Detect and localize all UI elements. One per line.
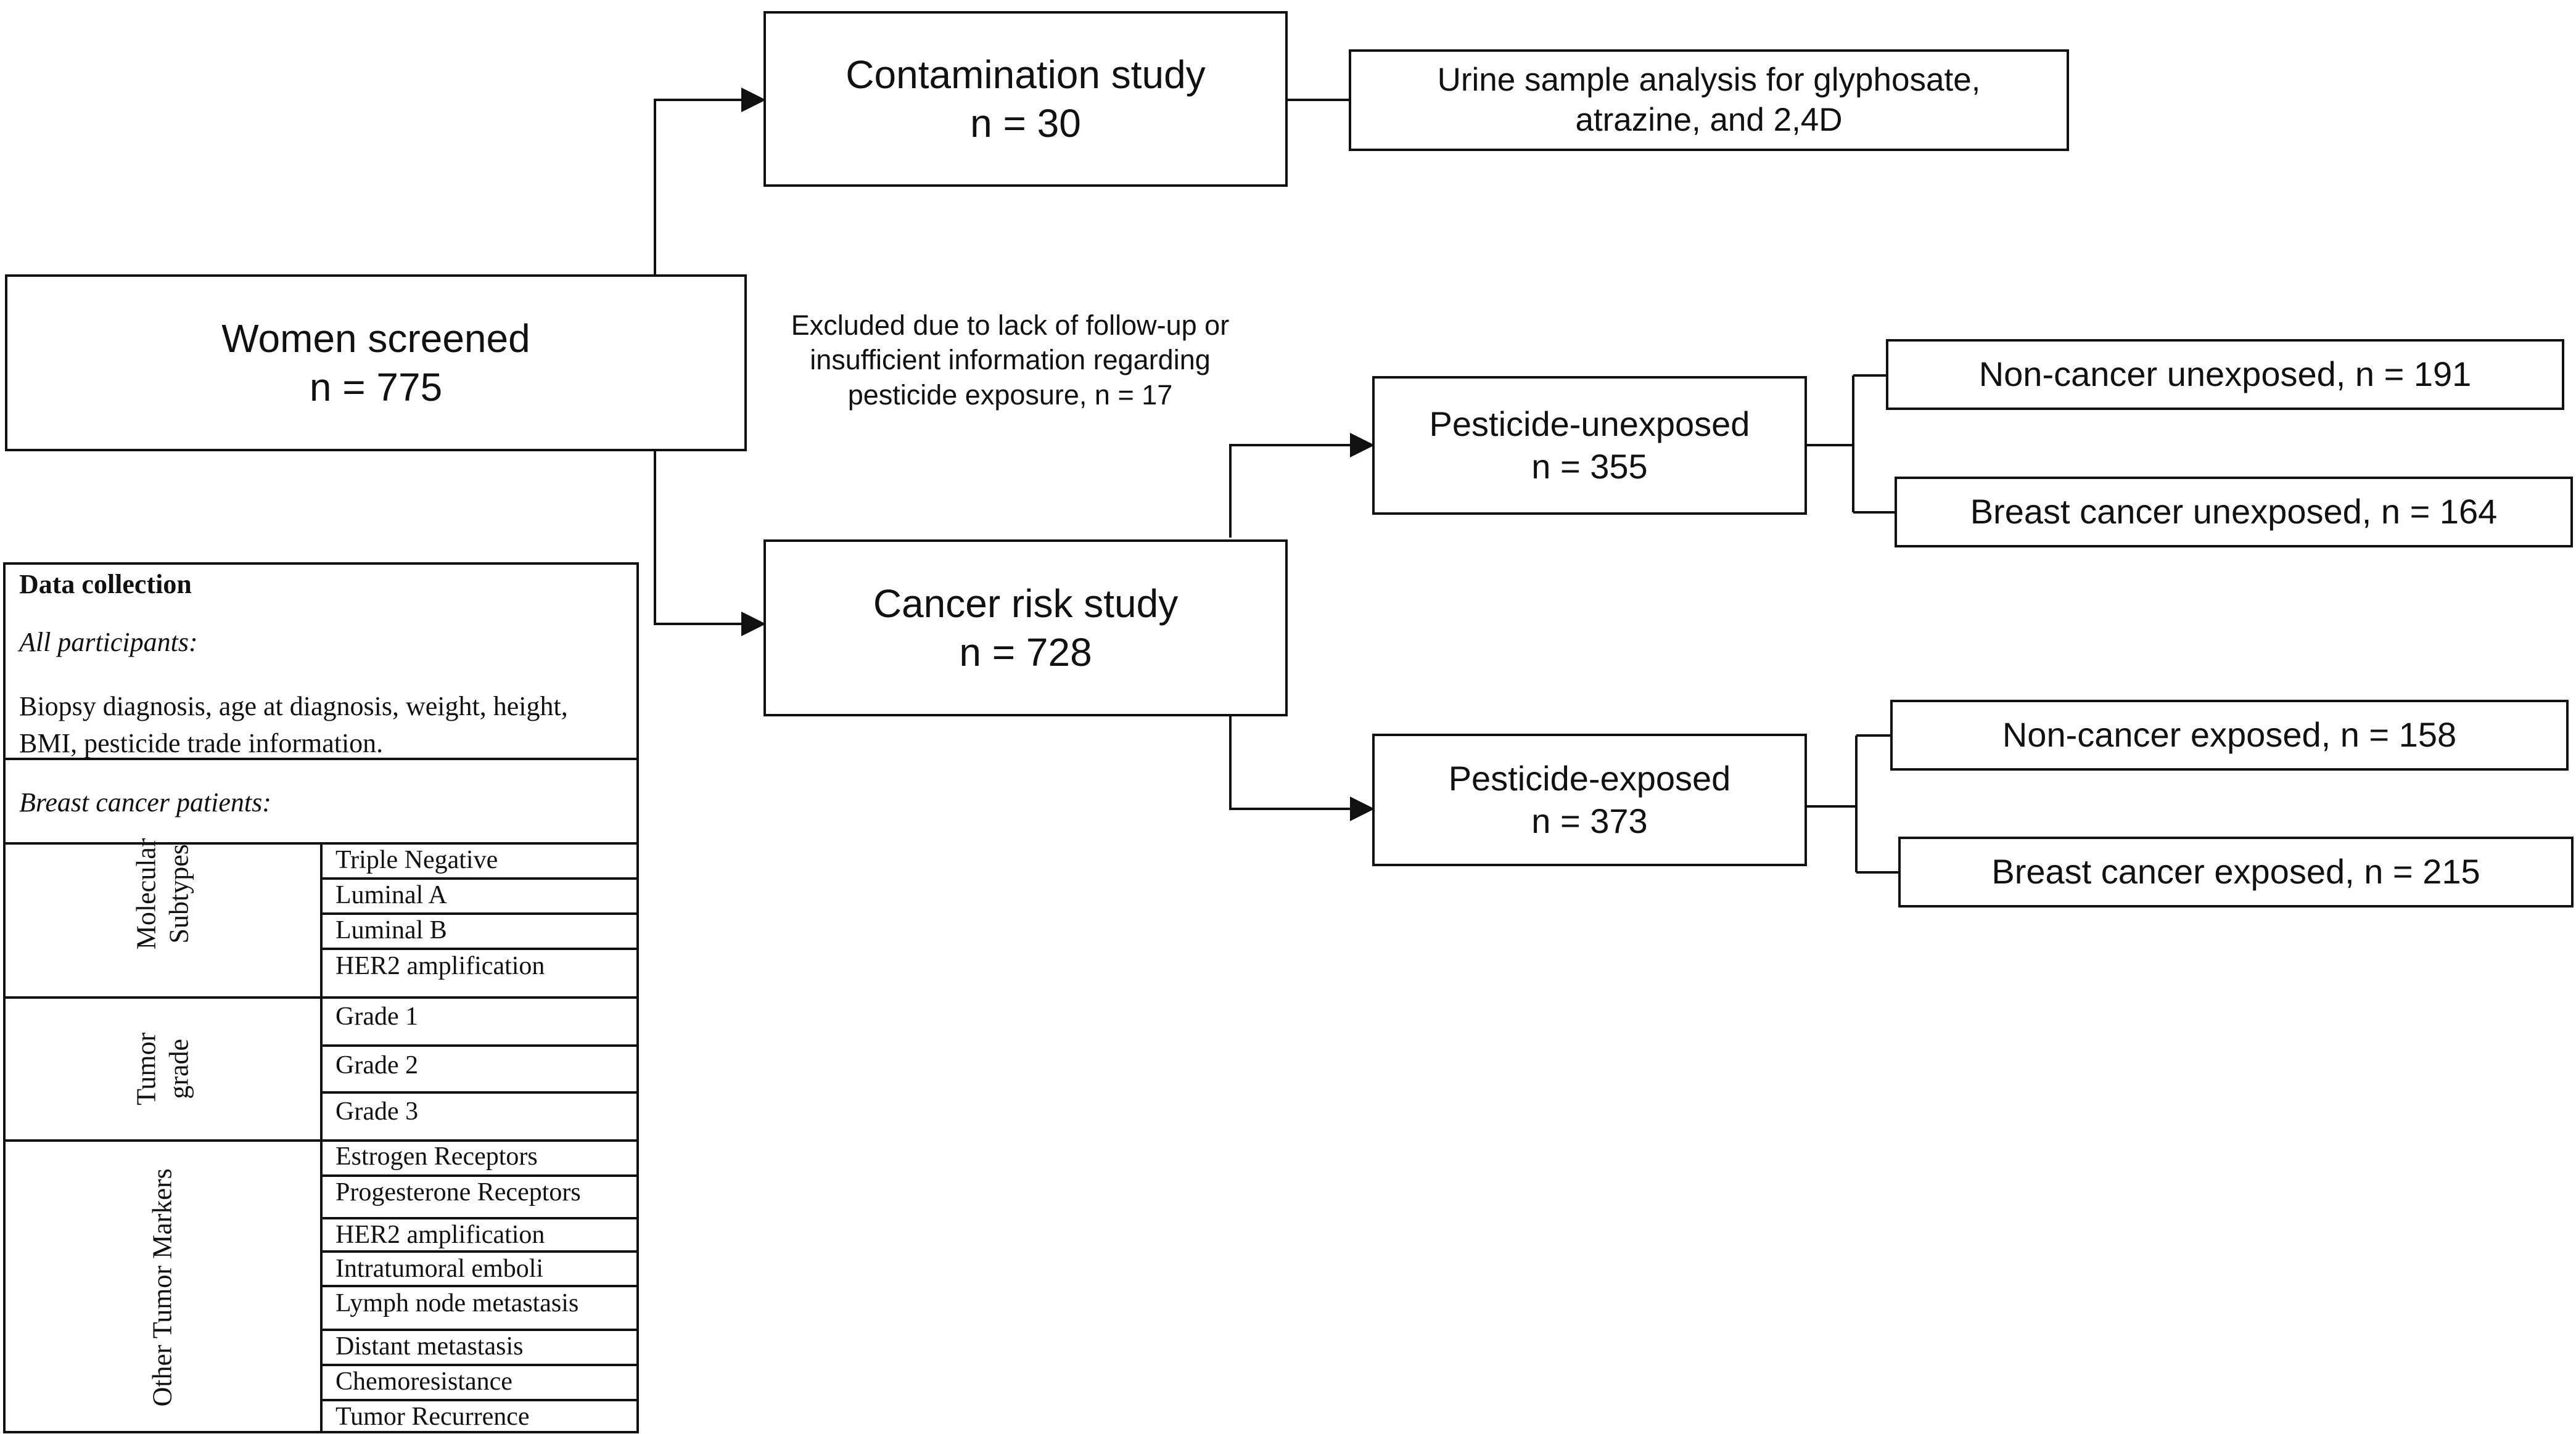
urine-analysis-box: Urine sample analysis for glyphosate, at… (1349, 49, 2069, 151)
all-participants-text: Biopsy diagnosis, age at diagnosis, weig… (19, 688, 568, 762)
column-divider (320, 842, 323, 1433)
data-collection-title: Data collection (19, 569, 192, 599)
women-screened-count: n = 775 (309, 364, 443, 409)
all-participants-line2: BMI, pesticide trade information. (19, 727, 384, 758)
noncancer-unexposed-label: Non-cancer unexposed, n = 191 (1978, 354, 2472, 394)
grade-label-line1: Tumor (131, 1032, 162, 1106)
list-item: Grade 3 (335, 1097, 419, 1126)
list-item: Distant metastasis (335, 1332, 524, 1361)
breastcancer-exposed-box: Breast cancer exposed, n = 215 (1898, 837, 2574, 908)
divider-line (321, 1285, 636, 1287)
divider-line (321, 1329, 636, 1331)
tumor-grade-label: Tumor grade (130, 1033, 195, 1105)
arrow-to-cancer-risk (654, 451, 766, 636)
pesticide-unexposed-box: Pesticide-unexposed n = 355 (1372, 376, 1807, 515)
branch-exposed (1807, 734, 1898, 874)
grade-label-line2: grade (163, 1039, 194, 1099)
all-participants-line1: Biopsy diagnosis, age at diagnosis, weig… (19, 691, 568, 721)
divider-line (321, 1174, 636, 1177)
noncancer-unexposed-box: Non-cancer unexposed, n = 191 (1886, 339, 2564, 410)
breastcancer-exposed-label: Breast cancer exposed, n = 215 (1991, 852, 2480, 891)
list-item: HER2 amplification (335, 1221, 545, 1249)
women-screened-title: Women screened (221, 316, 530, 361)
molecular-label-line2: Subtypes (163, 844, 194, 944)
list-item: Lymph node metastasis (335, 1289, 579, 1317)
cancer-risk-study-count: n = 728 (959, 629, 1092, 674)
contamination-study-count: n = 30 (970, 100, 1081, 145)
list-item: Tumor Recurrence (335, 1403, 530, 1431)
list-item: Estrogen Receptors (335, 1142, 538, 1171)
breast-cancer-patients-label: Breast cancer patients: (19, 787, 271, 817)
molecular-label-line1: Molecular (131, 838, 162, 950)
molecular-subtypes-label: Molecular Subtypes (130, 838, 195, 950)
contamination-study-title: Contamination study (846, 52, 1206, 97)
data-collection-table: Data collection All participants: Biopsy… (3, 562, 639, 1433)
divider-line (6, 758, 636, 760)
other-tumor-markers-label: Other Tumor Markers (147, 1168, 178, 1407)
exclusion-note: Excluded due to lack of follow-up or ins… (751, 308, 1269, 412)
arrow-to-exposed (1229, 716, 1375, 821)
divider-line (321, 948, 636, 950)
pesticide-unexposed-title: Pesticide-unexposed (1429, 404, 1750, 444)
breastcancer-unexposed-box: Breast cancer unexposed, n = 164 (1895, 477, 2573, 547)
divider-line (321, 912, 636, 915)
list-item: Chemoresistance (335, 1367, 512, 1396)
list-item: Triple Negative (335, 846, 498, 874)
list-item: Grade 1 (335, 1002, 419, 1031)
cancer-risk-study-box: Cancer risk study n = 728 (763, 539, 1288, 716)
list-item: Intratumoral emboli (335, 1255, 544, 1283)
exclusion-note-line1: Excluded due to lack of follow-up or (791, 309, 1230, 341)
all-participants-label: All participants: (19, 627, 198, 657)
noncancer-exposed-box: Non-cancer exposed, n = 158 (1890, 700, 2569, 771)
divider-line (321, 1091, 636, 1094)
list-item: Grade 2 (335, 1051, 419, 1080)
arrow-to-unexposed (1229, 433, 1375, 538)
divider-line (321, 1364, 636, 1366)
exclusion-note-line3: pesticide exposure, n = 17 (847, 379, 1173, 411)
divider-line (321, 877, 636, 880)
exclusion-note-line2: insufficient information regarding (810, 344, 1211, 376)
pesticide-exposed-box: Pesticide-exposed n = 373 (1372, 734, 1807, 866)
urine-analysis-line2: atrazine, and 2,4D (1575, 101, 1843, 138)
contamination-study-box: Contamination study n = 30 (763, 11, 1288, 187)
divider-line (321, 1044, 636, 1047)
other-tumor-markers-group: Other Tumor Markers (6, 1142, 320, 1433)
divider-line (321, 1217, 636, 1219)
molecular-subtypes-group: Molecular Subtypes (6, 838, 320, 950)
divider-line (321, 1250, 636, 1253)
arrow-to-contamination (654, 88, 766, 274)
breastcancer-unexposed-label: Breast cancer unexposed, n = 164 (1970, 492, 2498, 531)
pesticide-unexposed-count: n = 355 (1531, 446, 1648, 486)
list-item: HER2 amplification (335, 952, 545, 980)
list-item: Luminal B (335, 916, 447, 944)
branch-unexposed (1807, 374, 1895, 514)
women-screened-box: Women screened n = 775 (5, 274, 747, 451)
pesticide-exposed-count: n = 373 (1531, 801, 1648, 840)
cancer-risk-study-title: Cancer risk study (873, 581, 1179, 626)
divider-line (321, 1399, 636, 1401)
urine-analysis-line1: Urine sample analysis for glyphosate, (1437, 61, 1981, 98)
tumor-grade-group: Tumor grade (6, 999, 320, 1139)
noncancer-exposed-label: Non-cancer exposed, n = 158 (2002, 715, 2457, 755)
pesticide-exposed-title: Pesticide-exposed (1448, 759, 1731, 798)
list-item: Luminal A (335, 881, 447, 909)
list-item: Progesterone Receptors (335, 1178, 581, 1207)
